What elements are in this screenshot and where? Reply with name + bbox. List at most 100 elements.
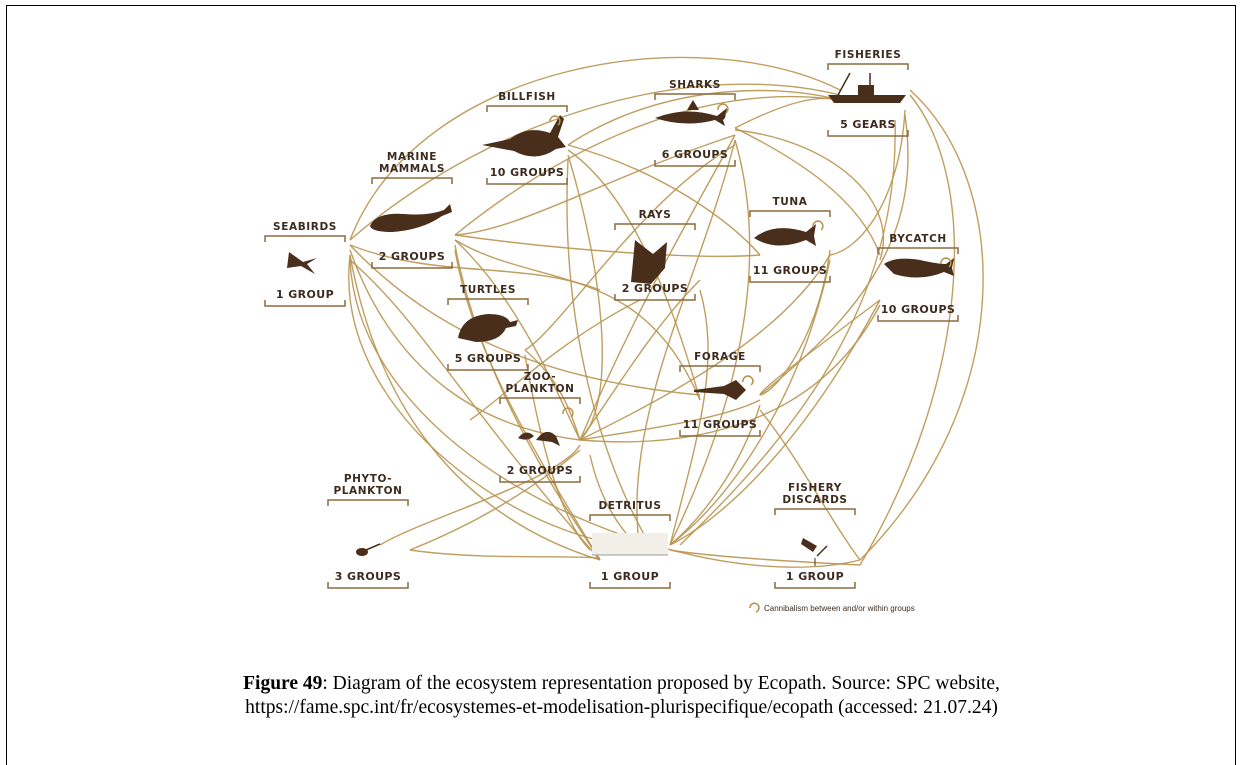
bycatch-cannibalism-icon [940,257,952,268]
flow-line [349,259,861,568]
flow-line [454,134,736,236]
phytoplankton-bottom-bracket [327,582,409,589]
discarded-fish-icon [801,538,828,566]
legend: Cannibalism between and/or within groups [749,602,915,613]
flow-line [669,259,831,546]
flow-line [669,289,709,546]
flow-line [734,97,841,129]
seabirds-count: 1 GROUP [276,288,334,301]
node-fisheries: FISHERIES 5 GEARS [827,49,909,137]
flow-line [636,139,736,551]
trophic-flows [348,56,984,568]
billfish-count: 10 GROUPS [490,166,565,179]
turtles-bottom-bracket [447,364,529,371]
flow-line [454,239,701,401]
flow-line [829,109,906,256]
fisheries-top-bracket [827,63,909,70]
squid-icon [694,380,746,400]
flow-line [669,404,761,546]
flow-line [349,56,841,241]
detritus-bottom-bracket [589,582,671,589]
tuna-icon [754,224,816,246]
caption-url: https://fame.spc.int/fr/ecosystemes-et-m… [245,697,998,718]
phytoplankton-icon [356,543,381,556]
flow-line [409,449,581,551]
flow-line [349,244,701,396]
billfish-top-bracket [486,105,568,112]
marine-mammals-top-bracket [371,177,453,184]
flow-line [734,129,885,261]
zooplankton-top-bracket [499,397,581,404]
flow-line [669,299,881,546]
forage-top-bracket [679,365,761,372]
zooplankton-cannibalism-icon [562,407,574,418]
tuna-title: TUNA [772,196,807,208]
phytoplankton-title-line-1: PHYTO- [344,473,392,485]
flow-line [524,144,736,351]
node-rays: RAYS 2 GROUPS [614,209,696,301]
sharks-top-bracket [654,93,736,100]
sharks-title: SHARKS [669,79,721,91]
seabirds-bottom-bracket [264,300,346,307]
detritus-count: 1 GROUP [601,570,659,583]
figure-frame [6,5,1236,765]
zooplankton-bottom-bracket [499,476,581,483]
fishery-discards-top-bracket [774,508,856,515]
marine-mammals-bottom-bracket [371,262,453,269]
flow-line [579,304,881,443]
zooplankton-count: 2 GROUPS [507,464,573,477]
flow-line [454,244,601,561]
bycatch-count: 10 GROUPS [881,303,956,316]
flow-line [454,95,841,236]
marine-mammals-title-line-1: MARINE [387,151,437,163]
flow-line [349,259,601,561]
flow-line [579,399,761,441]
flow-line [454,234,761,257]
zooplankton-title-line-2: PLANKTON [505,383,574,395]
zooplankton-title-line-1: ZOO- [524,371,556,383]
billfish-bottom-bracket [486,178,568,185]
flow-line [454,239,581,441]
zooplankton-icon [518,431,560,446]
bycatch-title: BYCATCH [889,233,947,245]
sharks-bottom-bracket [654,160,736,167]
shark-icon [655,100,727,126]
flow-line [566,159,651,546]
flow-line [859,89,984,561]
flow-line [409,549,601,559]
rays-top-bracket [614,223,696,230]
mahi-mahi-icon [884,258,954,278]
flow-line [469,299,641,421]
flow-line [734,127,881,256]
phytoplankton-title-line-2: PLANKTON [333,485,402,497]
fishery-discards-count: 1 GROUP [786,570,844,583]
flow-line [759,114,909,396]
rays-title: RAYS [639,209,672,221]
fisheries-title: FISHERIES [835,49,902,61]
manta-ray-icon [631,234,667,284]
detritus-icon [592,533,668,556]
sharks-cannibalism-icon [717,103,729,114]
fishery-discards-title-line-1: FISHERY [788,482,842,494]
flow-line [859,94,955,566]
forage-cannibalism-icon [742,375,754,386]
seabird-icon [287,252,317,274]
rays-count: 2 GROUPS [622,282,688,295]
caption-line-1: Figure 49: Diagram of the ecosystem repr… [0,672,1243,696]
fisheries-count: 5 GEARS [840,118,896,131]
tuna-top-bracket [749,210,831,217]
whale-icon [370,204,452,232]
marlin-icon [482,115,566,157]
billfish-cannibalism-icon [549,115,561,126]
phytoplankton-top-bracket [327,499,409,506]
forage-title: FORAGE [694,351,746,363]
seabirds-top-bracket [264,235,346,242]
